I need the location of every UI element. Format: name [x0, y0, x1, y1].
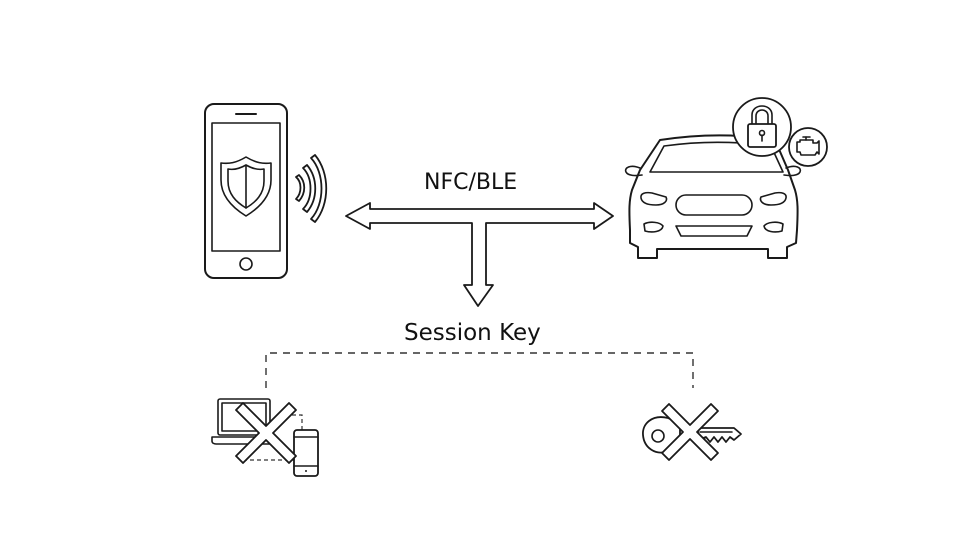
- padlock-badge-icon: [732, 97, 792, 157]
- devices-crossed-icon: [211, 398, 319, 477]
- key-crossed-icon: [642, 403, 742, 461]
- nfc-ble-double-arrow: [345, 202, 614, 307]
- shield-icon: [220, 156, 272, 217]
- engine-badge-icon: [788, 127, 828, 167]
- session-key-label: Session Key: [404, 320, 541, 346]
- connection-label: NFC/BLE: [424, 170, 518, 195]
- smartphone-icon: [204, 103, 288, 279]
- session-key-dashed-connector: [265, 352, 694, 388]
- wireless-signal-icon: [295, 154, 328, 223]
